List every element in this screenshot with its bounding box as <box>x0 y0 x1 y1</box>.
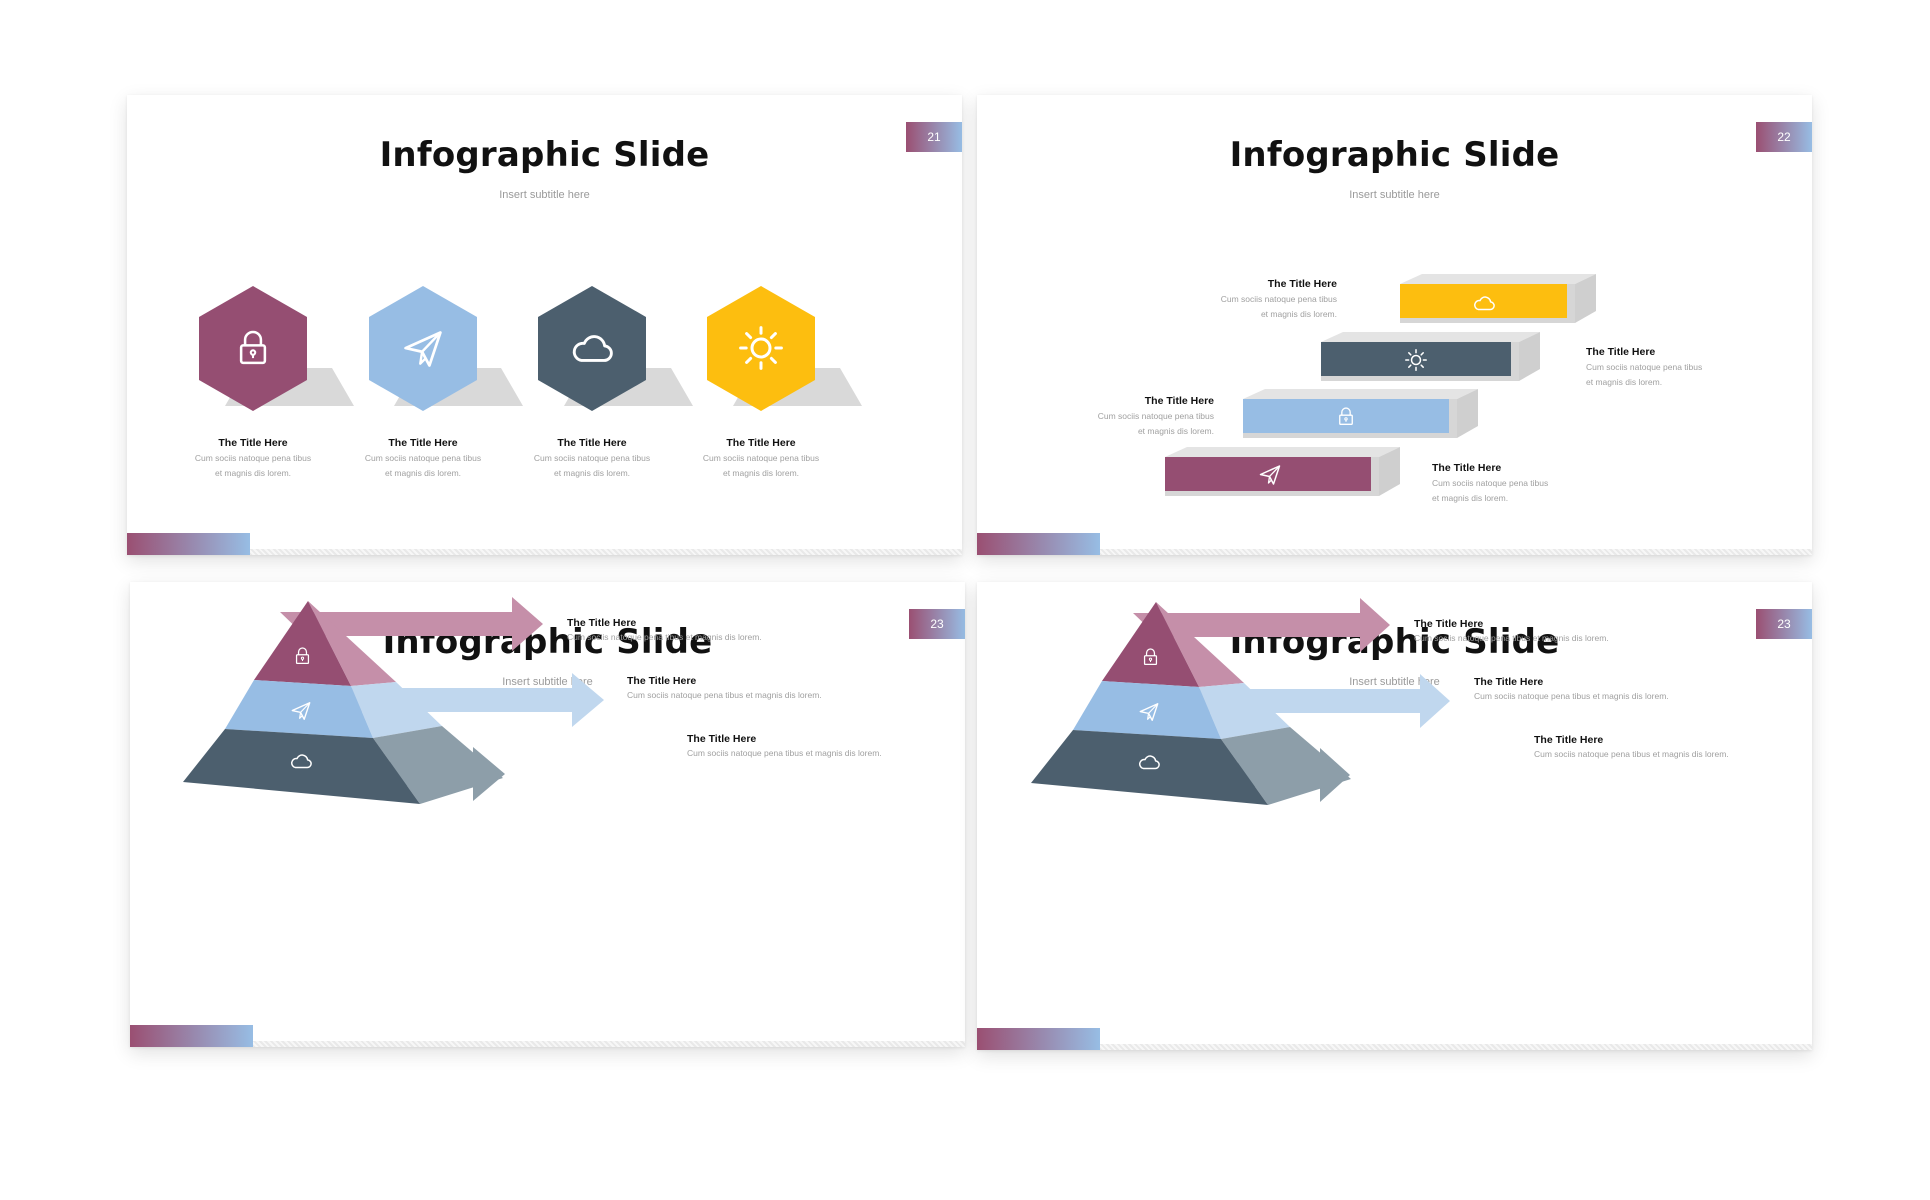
item-title: The Title Here <box>567 617 637 629</box>
arrow-sky <box>1167 674 1450 728</box>
step-amber <box>1400 274 1596 323</box>
item-title: The Title Here <box>1534 734 1604 746</box>
item-title: The Title Here <box>218 437 288 449</box>
item-title: The Title Here <box>557 437 627 449</box>
hexagon-infographic <box>199 286 862 411</box>
pyramid-face-bottom <box>183 729 420 804</box>
footer-line <box>250 549 962 555</box>
step-slate <box>1321 332 1540 381</box>
step-plum <box>1165 447 1400 496</box>
gradient-accent-bar <box>130 1025 253 1047</box>
footer-line <box>1100 1044 1812 1050</box>
pyramid-face-bottom-right <box>1221 727 1351 805</box>
pyramid-infographic <box>1031 598 1450 805</box>
slide-thumbnail-23[interactable]: Infographic Slide Insert subtitle here 2… <box>130 582 965 1047</box>
gradient-accent-bar <box>977 1028 1100 1050</box>
item-title: The Title Here <box>726 437 796 449</box>
pyramid-face-bottom <box>1031 730 1268 805</box>
footer-line <box>253 1041 965 1047</box>
slide-title: Infographic Slide <box>1229 135 1560 175</box>
item-title: The Title Here <box>1414 618 1484 630</box>
item-body: Cum sociis natoque pena tibus et magnis … <box>1474 691 1669 701</box>
item-title: The Title Here <box>1432 462 1502 474</box>
slide-subtitle: Insert subtitle here <box>499 189 590 201</box>
pyramid-face-mid <box>225 680 373 738</box>
item-body: Cum sociis natoque pena tibus et magnis … <box>567 632 762 642</box>
footer-line <box>1100 549 1812 555</box>
hexagon-slate <box>538 286 646 411</box>
item-body: Cum sociis natoque pena tibus et magnis … <box>1414 633 1609 643</box>
page-number-badge: 23 <box>1756 609 1812 639</box>
hexagon-amber <box>707 286 815 411</box>
arrow-plum <box>280 597 543 651</box>
item-title: The Title Here <box>1267 278 1337 290</box>
arrow-plum <box>1133 598 1390 652</box>
item-title: The Title Here <box>687 733 757 745</box>
step-sky <box>1243 389 1478 438</box>
page-number-badge: 21 <box>906 122 962 152</box>
pyramid-infographic <box>183 597 604 804</box>
page-number-badge: 23 <box>909 609 965 639</box>
pyramid-face-top-right <box>308 601 396 686</box>
pyramid-face-top-right <box>1156 602 1244 687</box>
pyramid-face-top <box>254 601 351 686</box>
slide-subtitle: Insert subtitle here <box>1349 189 1440 201</box>
item-title: The Title Here <box>1474 676 1544 688</box>
item-title: The Title Here <box>388 437 458 449</box>
slide-thumbnail-21[interactable]: Infographic Slide Insert subtitle here 2… <box>127 95 962 555</box>
pyramid-face-mid-right <box>1199 683 1290 739</box>
pyramid-face-mid-right <box>351 682 442 738</box>
item-body: Cum sociis natoque pena tibus et magnis … <box>627 690 822 700</box>
gradient-accent-bar <box>977 533 1100 555</box>
item-body: Cum sociis natoque pena tibus et magnis … <box>1534 749 1729 759</box>
gradient-accent-bar <box>127 533 250 555</box>
pyramid-face-mid <box>1073 681 1221 739</box>
slide-subtitle: Insert subtitle here <box>502 676 593 688</box>
page-number-badge: 22 <box>1756 122 1812 152</box>
staircase-infographic <box>1165 274 1596 496</box>
hexagon-sky <box>369 286 477 411</box>
item-title: The Title Here <box>1586 346 1656 358</box>
item-title: The Title Here <box>627 675 697 687</box>
slide-subtitle: Insert subtitle here <box>1349 676 1440 688</box>
item-body: Cum sociis natoque pena tibus et magnis … <box>687 748 882 758</box>
slide-thumbnail-22[interactable]: Infographic Slide Insert subtitle here 2… <box>977 95 1812 555</box>
item-title: The Title Here <box>1144 395 1214 407</box>
slide-title: Infographic Slide <box>379 135 710 175</box>
hexagon-plum <box>199 286 307 411</box>
pyramid-face-top <box>1102 602 1199 687</box>
slide-thumbnail-23-copy[interactable]: Infographic Slide Insert subtitle here 2… <box>977 582 1812 1050</box>
arrow-sky <box>314 673 604 727</box>
pyramid-face-bottom-right <box>373 726 503 804</box>
